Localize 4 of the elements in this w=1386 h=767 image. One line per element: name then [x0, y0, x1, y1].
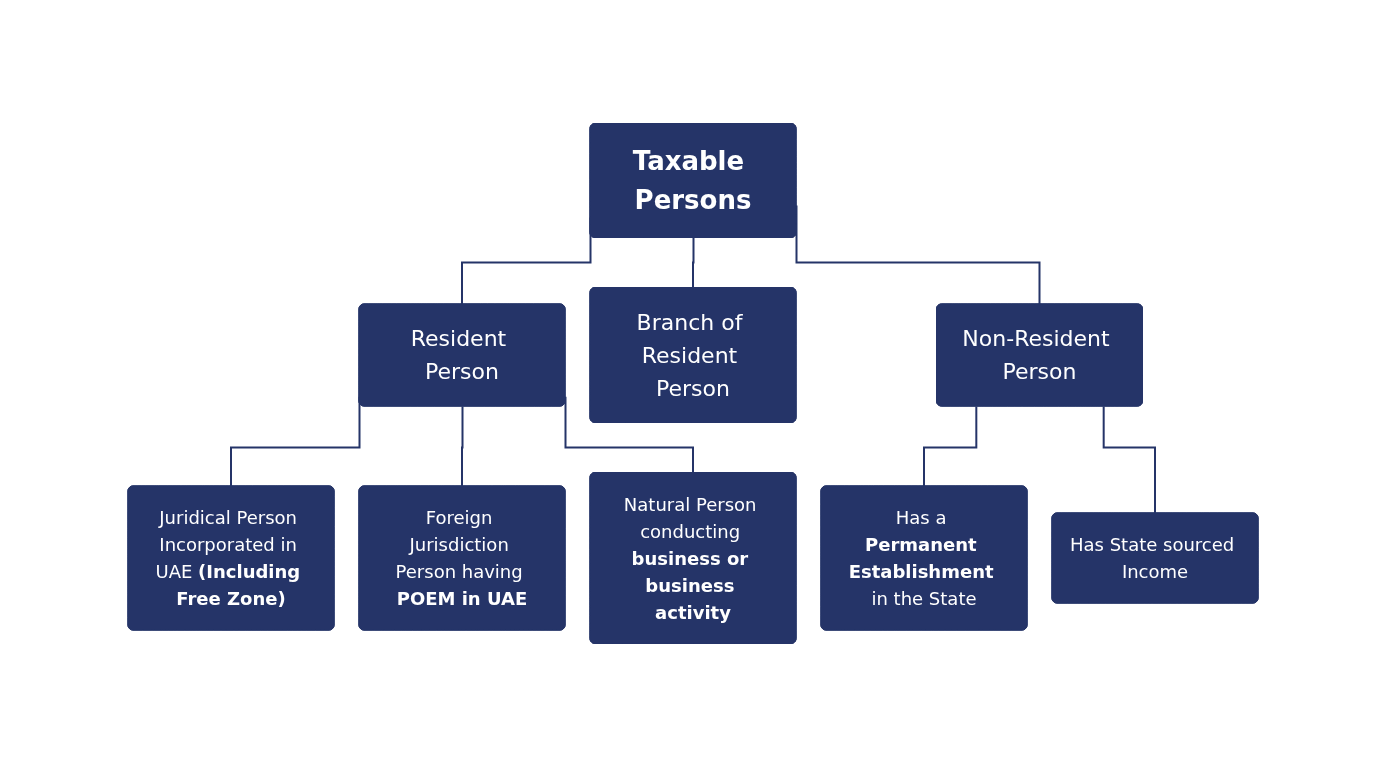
connector — [923, 405, 978, 488]
connector — [692, 237, 695, 289]
connector — [461, 405, 464, 488]
connector — [1102, 405, 1157, 515]
